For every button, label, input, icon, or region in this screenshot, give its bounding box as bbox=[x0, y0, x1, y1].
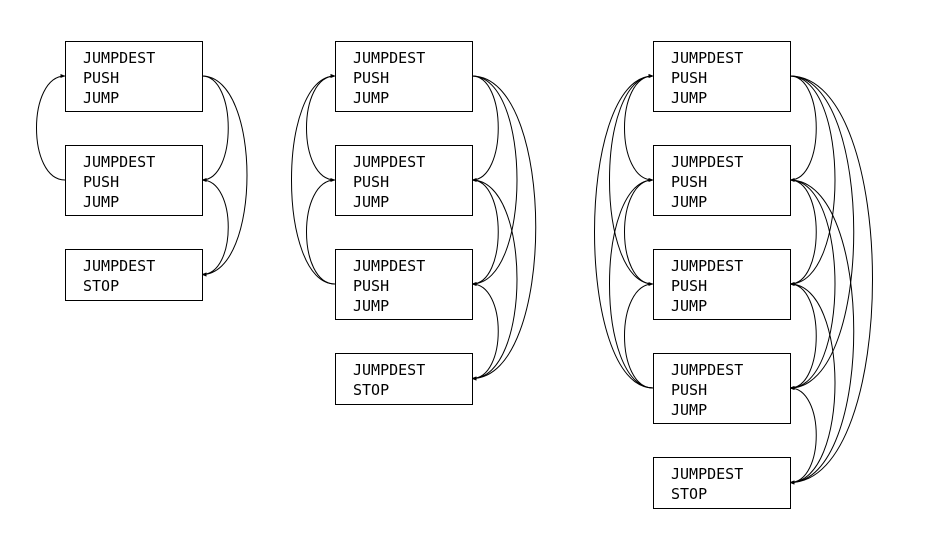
block-instruction: JUMPDEST bbox=[353, 49, 425, 67]
block-instruction: PUSH bbox=[671, 69, 707, 87]
block-instruction: JUMPDEST bbox=[353, 257, 425, 275]
block-instruction: JUMPDEST bbox=[671, 153, 743, 171]
graph-2-edge-forward-1-to-2 bbox=[471, 75, 499, 182]
block-instruction: PUSH bbox=[671, 173, 707, 191]
block-instruction: JUMP bbox=[353, 89, 389, 107]
graph-3-block-4: JUMPDEST PUSH JUMP bbox=[653, 353, 791, 424]
graph-2-edge-back-2-to-1 bbox=[306, 74, 336, 181]
block-instruction: PUSH bbox=[83, 69, 119, 87]
graph-2-edge-forward-1-to-3 bbox=[471, 75, 518, 286]
block-box bbox=[335, 249, 473, 320]
block-instruction: JUMP bbox=[671, 401, 707, 419]
graph-3-edge-forward-3-to-4 bbox=[789, 283, 817, 390]
block-instruction: STOP bbox=[353, 381, 389, 399]
block-box bbox=[653, 41, 791, 112]
block-box bbox=[335, 41, 473, 112]
block-box bbox=[65, 41, 203, 112]
block-instruction: PUSH bbox=[671, 381, 707, 399]
block-box bbox=[65, 249, 203, 301]
block-instruction: JUMP bbox=[353, 297, 389, 315]
block-box bbox=[65, 145, 203, 216]
block-instruction: JUMPDEST bbox=[671, 257, 743, 275]
graph-3-edge-back-2-to-1 bbox=[624, 74, 654, 181]
graph-3-edge-back-3-to-2 bbox=[624, 178, 654, 285]
block-instruction: JUMP bbox=[671, 193, 707, 211]
graph-3-edge-back-4-to-1 bbox=[594, 74, 654, 389]
block-instruction: JUMPDEST bbox=[353, 153, 425, 171]
block-instruction: JUMP bbox=[83, 193, 119, 211]
graph-1-edge-back-2-to-1 bbox=[36, 74, 66, 181]
graph-3-edge-forward-2-to-3 bbox=[789, 179, 817, 286]
graph-2-block-3: JUMPDEST PUSH JUMP bbox=[335, 249, 473, 320]
block-instruction: STOP bbox=[671, 485, 707, 503]
block-box bbox=[653, 249, 791, 320]
block-instruction: JUMPDEST bbox=[83, 153, 155, 171]
graph-2-edge-forward-1-to-4 bbox=[471, 75, 537, 381]
graph-2-edge-back-3-to-1 bbox=[291, 74, 336, 285]
graph-1-block-2: JUMPDEST PUSH JUMP bbox=[65, 145, 203, 216]
graph-3-edge-forward-2-to-5 bbox=[789, 179, 855, 485]
graph-3-edge-forward-4-to-5 bbox=[789, 387, 817, 485]
graph-3-edge-forward-2-to-4 bbox=[789, 179, 836, 390]
graph-3-edge-back-3-to-1 bbox=[609, 74, 654, 285]
block-instruction: JUMP bbox=[671, 297, 707, 315]
graph-2-block-4: JUMPDEST STOP bbox=[335, 353, 473, 405]
block-box bbox=[335, 145, 473, 216]
graph-2-block-2: JUMPDEST PUSH JUMP bbox=[335, 145, 473, 216]
block-instruction: PUSH bbox=[671, 277, 707, 295]
graph-3-edge-forward-1-to-5 bbox=[789, 75, 873, 485]
graph-1-edge-forward-2-to-3 bbox=[201, 179, 229, 277]
block-instruction: JUMPDEST bbox=[353, 361, 425, 379]
block-instruction: JUMPDEST bbox=[671, 49, 743, 67]
graph-2-block-1: JUMPDEST PUSH JUMP bbox=[335, 41, 473, 112]
block-instruction: JUMPDEST bbox=[671, 361, 743, 379]
block-instruction: STOP bbox=[83, 277, 119, 295]
graph-3-block-5: JUMPDEST STOP bbox=[653, 457, 791, 509]
graph-2-edge-forward-3-to-4 bbox=[471, 283, 499, 381]
block-box bbox=[335, 353, 473, 405]
block-instruction: PUSH bbox=[83, 173, 119, 191]
graph-3-edge-forward-1-to-3 bbox=[789, 75, 836, 286]
graph-1-block-3: JUMPDEST STOP bbox=[65, 249, 203, 301]
graph-2-edge-back-3-to-2 bbox=[306, 178, 336, 285]
graph-2-edge-forward-2-to-4 bbox=[471, 179, 518, 381]
graph-3-block-3: JUMPDEST PUSH JUMP bbox=[653, 249, 791, 320]
graph-2-edge-forward-2-to-3 bbox=[471, 179, 499, 286]
graph-3-edge-back-4-to-2 bbox=[609, 178, 654, 389]
graph-3-edge-forward-1-to-4 bbox=[789, 75, 855, 390]
graph-1-edge-forward-1-to-3 bbox=[201, 75, 248, 277]
block-instruction: JUMP bbox=[671, 89, 707, 107]
edges-layer bbox=[36, 74, 873, 485]
graph-3-edge-forward-3-to-5 bbox=[789, 283, 836, 485]
block-instruction: JUMPDEST bbox=[671, 465, 743, 483]
graph-1-edge-forward-1-to-2 bbox=[201, 75, 229, 182]
blocks-layer: JUMPDESTPUSHJUMPJUMPDESTPUSHJUMPJUMPDEST… bbox=[65, 41, 791, 509]
block-instruction: PUSH bbox=[353, 69, 389, 87]
block-box bbox=[653, 145, 791, 216]
block-instruction: JUMPDEST bbox=[83, 257, 155, 275]
graph-3-block-2: JUMPDEST PUSH JUMP bbox=[653, 145, 791, 216]
graph-3-block-1: JUMPDEST PUSH JUMP bbox=[653, 41, 791, 112]
block-instruction: JUMPDEST bbox=[83, 49, 155, 67]
graph-3-edge-back-4-to-3 bbox=[624, 282, 654, 389]
block-instruction: JUMP bbox=[83, 89, 119, 107]
block-box bbox=[653, 353, 791, 424]
block-instruction: PUSH bbox=[353, 277, 389, 295]
block-instruction: PUSH bbox=[353, 173, 389, 191]
graph-3-edge-forward-1-to-2 bbox=[789, 75, 817, 182]
graph-1-block-1: JUMPDEST PUSH JUMP bbox=[65, 41, 203, 112]
block-box bbox=[653, 457, 791, 509]
block-instruction: JUMP bbox=[353, 193, 389, 211]
